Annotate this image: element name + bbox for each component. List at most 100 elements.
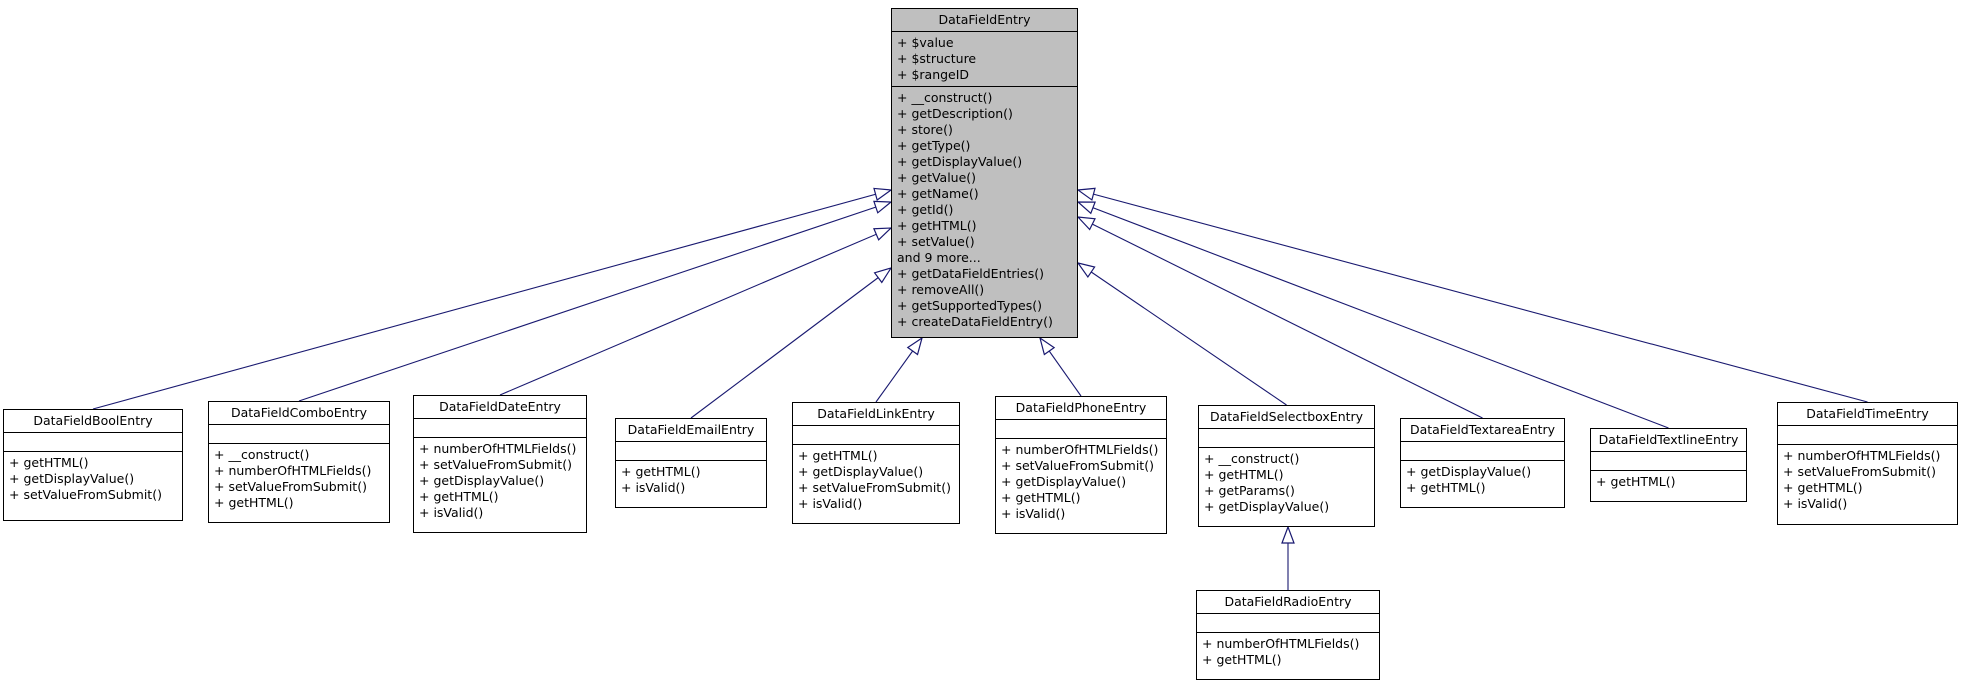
class-box-DataFieldTextlineEntry[interactable]: DataFieldTextlineEntry + getHTML()	[1590, 428, 1747, 502]
class-name: DataFieldRadioEntry	[1197, 591, 1379, 614]
class-methods-section: + getHTML()	[1591, 471, 1746, 501]
method-line: + numberOfHTMLFields()	[1001, 442, 1159, 457]
class-box-DataFieldTimeEntry[interactable]: DataFieldTimeEntry + numberOfHTMLFields(…	[1777, 402, 1958, 525]
class-methods-section: + numberOfHTMLFields()+ setValueFromSubm…	[1778, 445, 1957, 524]
method-line: + getHTML()	[1406, 480, 1486, 495]
inheritance-edge-DataFieldBoolEntry-to-DataFieldEntry	[92, 187, 893, 410]
class-attributes-section	[1197, 614, 1379, 633]
method-line: + getDataFieldEntries()	[897, 266, 1044, 281]
method-line: + setValue()	[897, 234, 975, 249]
method-line: + numberOfHTMLFields()	[1783, 448, 1941, 463]
class-name: DataFieldLinkEntry	[793, 403, 959, 426]
class-box-DataFieldComboEntry[interactable]: DataFieldComboEntry + __construct()+ num…	[208, 401, 390, 523]
inheritance-edge-DataFieldTextareaEntry-to-DataFieldEntry	[1076, 216, 1483, 419]
inheritance-edge-DataFieldPhoneEntry-to-DataFieldEntry	[1039, 336, 1082, 397]
method-line: + getParams()	[1204, 483, 1295, 498]
method-line: + numberOfHTMLFields()	[419, 441, 577, 456]
method-line: + isValid()	[798, 496, 863, 511]
method-line: + getDisplayValue()	[419, 473, 545, 488]
inheritance-edge-DataFieldLinkEntry-to-DataFieldEntry	[875, 336, 923, 403]
class-name: DataFieldEmailEntry	[616, 419, 766, 442]
method-line: + getHTML()	[897, 218, 977, 233]
class-name: DataFieldEntry	[892, 9, 1077, 32]
method-line: + getHTML()	[621, 464, 701, 479]
method-line: + store()	[897, 122, 953, 137]
method-line: + getId()	[897, 202, 954, 217]
method-line: + getHTML()	[9, 455, 89, 470]
method-line: + createDataFieldEntry()	[897, 314, 1053, 329]
class-name: DataFieldBoolEntry	[4, 410, 182, 433]
method-line: + setValueFromSubmit()	[9, 487, 162, 502]
method-line: and 9 more...	[897, 250, 981, 265]
class-name: DataFieldComboEntry	[209, 402, 389, 425]
class-name: DataFieldTimeEntry	[1778, 403, 1957, 426]
method-line: + getDescription()	[897, 106, 1013, 121]
class-attributes-section	[1401, 442, 1564, 461]
inheritance-edge-DataFieldComboEntry-to-DataFieldEntry	[298, 200, 893, 402]
method-line: + getType()	[897, 138, 971, 153]
method-line: + getHTML()	[214, 495, 294, 510]
class-box-DataFieldPhoneEntry[interactable]: DataFieldPhoneEntry + numberOfHTMLFields…	[995, 396, 1167, 534]
method-line: + setValueFromSubmit()	[214, 479, 367, 494]
method-line: + getDisplayValue()	[897, 154, 1023, 169]
class-name: DataFieldPhoneEntry	[996, 397, 1166, 420]
inheritance-edge-DataFieldTextlineEntry-to-DataFieldEntry	[1076, 201, 1669, 429]
class-box-DataFieldBoolEntry[interactable]: DataFieldBoolEntry + getHTML()+ getDispl…	[3, 409, 183, 521]
method-line: + getName()	[897, 186, 979, 201]
method-line: + getDisplayValue()	[1204, 499, 1330, 514]
class-methods-section: + getHTML()+ getDisplayValue()+ setValue…	[793, 445, 959, 523]
method-line: + setValueFromSubmit()	[1001, 458, 1154, 473]
class-name: DataFieldTextlineEntry	[1591, 429, 1746, 452]
class-box-DataFieldTextareaEntry[interactable]: DataFieldTextareaEntry + getDisplayValue…	[1400, 418, 1565, 508]
class-methods-section: + getHTML()+ getDisplayValue()+ setValue…	[4, 452, 182, 520]
method-line: + getHTML()	[798, 448, 878, 463]
method-line: + numberOfHTMLFields()	[1202, 636, 1360, 651]
class-attributes-section	[996, 420, 1166, 439]
class-methods-section: + getDisplayValue()+ getHTML()	[1401, 461, 1564, 507]
class-methods-section: + numberOfHTMLFields()+ setValueFromSubm…	[996, 439, 1166, 533]
class-methods-section: + numberOfHTMLFields()+ setValueFromSubm…	[414, 438, 586, 532]
attribute-line: + $structure	[897, 51, 977, 66]
class-methods-section: + numberOfHTMLFields()+ getHTML()	[1197, 633, 1379, 679]
method-line: + getValue()	[897, 170, 977, 185]
class-attributes-section	[1199, 429, 1374, 448]
class-box-DataFieldLinkEntry[interactable]: DataFieldLinkEntry + getHTML()+ getDispl…	[792, 402, 960, 524]
inheritance-edge-DataFieldEmailEntry-to-DataFieldEntry	[690, 266, 893, 419]
class-box-DataFieldSelectboxEntry[interactable]: DataFieldSelectboxEntry + __construct()+…	[1198, 405, 1375, 527]
class-name: DataFieldSelectboxEntry	[1199, 406, 1374, 429]
class-attributes-section	[616, 442, 766, 461]
class-attributes-section	[1778, 426, 1957, 445]
inheritance-edge-DataFieldDateEntry-to-DataFieldEntry	[499, 227, 893, 396]
method-line: + getHTML()	[1001, 490, 1081, 505]
class-box-DataFieldDateEntry[interactable]: DataFieldDateEntry + numberOfHTMLFields(…	[413, 395, 587, 533]
class-attributes-section	[414, 419, 586, 438]
class-name: DataFieldTextareaEntry	[1401, 419, 1564, 442]
class-attributes-section	[4, 433, 182, 452]
method-line: + getHTML()	[1596, 474, 1676, 489]
method-line: + __construct()	[214, 447, 310, 462]
method-line: + getDisplayValue()	[1001, 474, 1127, 489]
attribute-line: + $rangeID	[897, 67, 970, 82]
method-line: + removeAll()	[897, 282, 985, 297]
inheritance-edge-DataFieldTimeEntry-to-DataFieldEntry	[1076, 187, 1868, 403]
method-line: + getSupportedTypes()	[897, 298, 1042, 313]
method-line: + getHTML()	[1783, 480, 1863, 495]
class-attributes-section: + $value+ $structure+ $rangeID	[892, 32, 1077, 87]
class-name: DataFieldDateEntry	[414, 396, 586, 419]
method-line: + getHTML()	[419, 489, 499, 504]
class-box-DataFieldRadioEntry[interactable]: DataFieldRadioEntry + numberOfHTMLFields…	[1196, 590, 1380, 680]
method-line: + getDisplayValue()	[798, 464, 924, 479]
class-attributes-section	[1591, 452, 1746, 471]
method-line: + setValueFromSubmit()	[798, 480, 951, 495]
method-line: + isValid()	[1001, 506, 1066, 521]
class-methods-section: + __construct()+ getDescription()+ store…	[892, 87, 1077, 337]
class-box-DataFieldEmailEntry[interactable]: DataFieldEmailEntry + getHTML()+ isValid…	[615, 418, 767, 508]
method-line: + getHTML()	[1202, 652, 1282, 667]
method-line: + setValueFromSubmit()	[1783, 464, 1936, 479]
method-line: + __construct()	[897, 90, 993, 105]
method-line: + isValid()	[621, 480, 686, 495]
attribute-line: + $value	[897, 35, 954, 50]
inheritance-edge-DataFieldSelectboxEntry-to-DataFieldEntry	[1076, 262, 1287, 406]
class-methods-section: + __construct()+ getHTML()+ getParams()+…	[1199, 448, 1374, 526]
